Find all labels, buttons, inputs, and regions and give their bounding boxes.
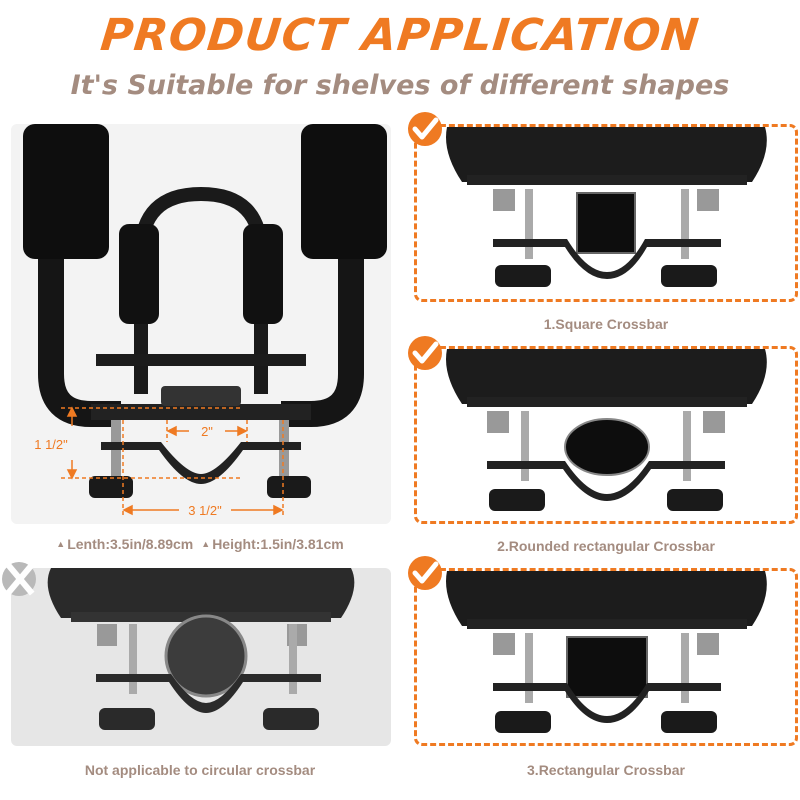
hero-product-image: 2" 1 1/2" 3 1/2" bbox=[11, 124, 391, 524]
application-panel-rounded-rectangular bbox=[414, 346, 798, 524]
rectangular-crossbar-illustration bbox=[446, 571, 767, 733]
spec-line: ▲Lenth:3.5in/8.89cm▲Height:1.5in/3.81cm bbox=[0, 536, 400, 552]
page-title: PRODUCT APPLICATION bbox=[98, 10, 702, 61]
check-icon bbox=[408, 112, 442, 146]
triangle-up-icon: ▲ bbox=[201, 539, 211, 549]
not-applicable-panel bbox=[11, 568, 391, 746]
caption-rectangular-crossbar: 3.Rectangular Crossbar bbox=[527, 762, 685, 778]
x-icon bbox=[2, 562, 36, 596]
dimension-width-bottom: 3 1/2" bbox=[188, 503, 222, 518]
dimension-height: 1 1/2" bbox=[34, 437, 68, 452]
check-icon bbox=[408, 336, 442, 370]
caption-rounded-rectangular-crossbar: 2.Rounded rectangular Crossbar bbox=[497, 538, 715, 554]
application-panel-square bbox=[414, 124, 798, 302]
spec-height: Height:1.5in/3.81cm bbox=[212, 536, 344, 552]
square-crossbar-illustration bbox=[446, 127, 767, 287]
kayak-rack-illustration: 2" 1 1/2" 3 1/2" bbox=[23, 124, 387, 518]
triangle-up-icon: ▲ bbox=[56, 539, 66, 549]
caption-square-crossbar: 1.Square Crossbar bbox=[543, 316, 669, 332]
page-subtitle: It's Suitable for shelves of different s… bbox=[70, 70, 730, 101]
check-icon bbox=[408, 556, 442, 590]
dimension-width-top: 2" bbox=[201, 424, 213, 439]
caption-not-applicable: Not applicable to circular crossbar bbox=[84, 762, 316, 778]
rounded-rectangular-crossbar-illustration bbox=[446, 349, 767, 511]
circular-crossbar-illustration bbox=[47, 568, 355, 730]
spec-length: Lenth:3.5in/8.89cm bbox=[67, 536, 194, 552]
application-panel-rectangular bbox=[414, 568, 798, 746]
